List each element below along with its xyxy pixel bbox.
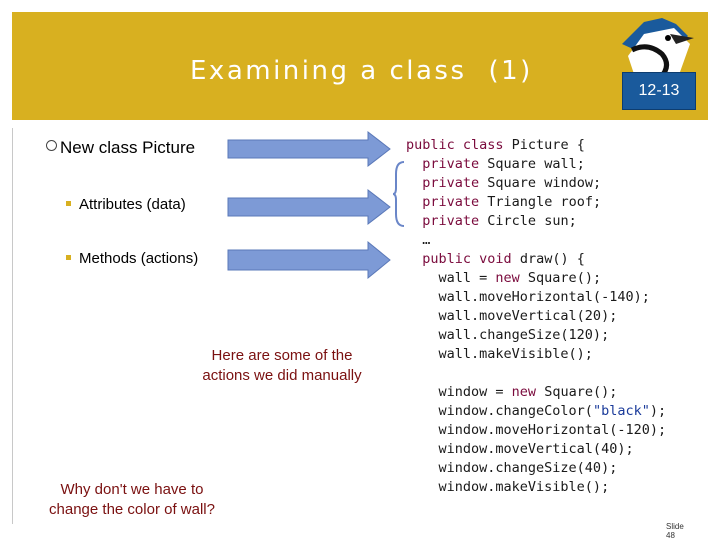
code-text: wall.changeSize(120); xyxy=(406,327,610,343)
main-bullet: New class Picture xyxy=(46,138,195,158)
code-line: wall = new Square(); xyxy=(406,269,666,288)
code-line: window.changeSize(40); xyxy=(406,459,666,478)
code-text xyxy=(406,213,422,229)
code-keyword: private xyxy=(422,175,488,191)
code-keyword: new xyxy=(495,270,528,286)
code-line: wall.moveHorizontal(-140); xyxy=(406,288,666,307)
slide-body xyxy=(12,128,708,528)
code-text: wall.moveHorizontal(-140); xyxy=(406,289,650,305)
code-text: wall.makeVisible(); xyxy=(406,346,593,362)
code-keyword: new xyxy=(511,384,545,400)
square-bullet-icon xyxy=(66,201,71,206)
code-text: Square(); xyxy=(527,270,602,286)
code-text: window.moveVertical(40); xyxy=(406,441,634,457)
slide-footer-label: Slide xyxy=(666,522,684,531)
slide-footer: Slide 48 xyxy=(666,522,684,540)
header-bar xyxy=(12,12,708,120)
code-line: private Square window; xyxy=(406,174,666,193)
code-line: window.makeVisible(); xyxy=(406,478,666,497)
code-line: public class Picture { xyxy=(406,136,666,155)
attributes-brace xyxy=(392,161,405,227)
manual-actions-note-line: Here are some of the xyxy=(211,347,353,364)
code-line: public void draw() { xyxy=(406,250,666,269)
code-line: window = new Square(); xyxy=(406,383,666,402)
code-line: private Square wall; xyxy=(406,155,666,174)
code-text: window.changeColor( xyxy=(406,403,593,419)
code-text: Picture { xyxy=(511,137,585,153)
code-keyword: private xyxy=(422,194,488,210)
wall-color-question-line: change the color of wall? xyxy=(49,501,215,518)
attributes-text: Attributes (data) xyxy=(79,196,186,213)
code-text: wall.moveVertical(20); xyxy=(406,308,618,324)
slide-title: Examining a class (1) xyxy=(190,56,533,86)
code-text: window.makeVisible(); xyxy=(406,479,610,495)
code-line: wall.changeSize(120); xyxy=(406,326,666,345)
code-line: … xyxy=(406,231,666,250)
ring-bullet-icon xyxy=(46,140,57,151)
slide-number-box: 12-13 xyxy=(622,72,696,110)
code-line: wall.moveVertical(20); xyxy=(406,307,666,326)
code-text: Triangle roof; xyxy=(487,194,602,210)
methods-text: Methods (actions) xyxy=(79,250,199,267)
slide-footer-value: 48 xyxy=(666,531,675,540)
code-listing: public class Picture { private Square wa… xyxy=(406,136,666,497)
manual-actions-note: Here are some of the actions we did manu… xyxy=(190,346,374,386)
code-text: Square wall; xyxy=(487,156,585,172)
code-line: private Circle sun; xyxy=(406,212,666,231)
manual-actions-note-line: actions we did manually xyxy=(202,367,362,384)
arrow-methods-icon xyxy=(227,240,391,280)
code-text: window.changeSize(40); xyxy=(406,460,618,476)
arrow-class-icon xyxy=(227,130,391,168)
code-text xyxy=(406,156,422,172)
code-text: draw() { xyxy=(519,251,585,267)
code-string: "black" xyxy=(592,403,650,419)
left-divider xyxy=(12,128,13,524)
code-text: Circle sun; xyxy=(487,213,577,229)
code-keyword: public void xyxy=(422,251,520,267)
code-line: wall.makeVisible(); xyxy=(406,345,666,364)
code-text: Square(); xyxy=(544,384,618,400)
code-text: wall = xyxy=(406,270,496,286)
code-text: Square window; xyxy=(487,175,602,191)
main-bullet-text: New class Picture xyxy=(60,138,196,157)
slide-title-suffix: (1) xyxy=(488,56,533,86)
code-text xyxy=(406,194,422,210)
code-keyword: private xyxy=(422,156,488,172)
code-line xyxy=(406,364,666,383)
code-text: ); xyxy=(649,403,667,419)
wall-color-question-line: Why don't we have to xyxy=(60,481,204,498)
code-line: window.changeColor("black"); xyxy=(406,402,667,421)
code-text: window.moveHorizontal(-120); xyxy=(406,422,667,438)
code-keyword: public class xyxy=(406,137,512,153)
bluejay-bird-icon xyxy=(622,18,694,86)
code-line: private Triangle roof; xyxy=(406,193,666,212)
attributes-bullet: Attributes (data) xyxy=(66,196,186,213)
wall-color-question: Why don't we have to change the color of… xyxy=(32,480,232,520)
code-line: window.moveHorizontal(-120); xyxy=(406,421,667,440)
code-text xyxy=(406,251,422,267)
arrow-attributes-icon xyxy=(227,188,391,226)
code-text: … xyxy=(406,232,431,248)
square-bullet-icon xyxy=(66,255,71,260)
code-text: window = xyxy=(406,384,512,400)
code-keyword: private xyxy=(422,213,488,229)
slide-title-text: Examining a class xyxy=(190,56,467,86)
code-line: window.moveVertical(40); xyxy=(406,440,666,459)
methods-bullet: Methods (actions) xyxy=(66,250,198,267)
code-text xyxy=(406,175,422,191)
